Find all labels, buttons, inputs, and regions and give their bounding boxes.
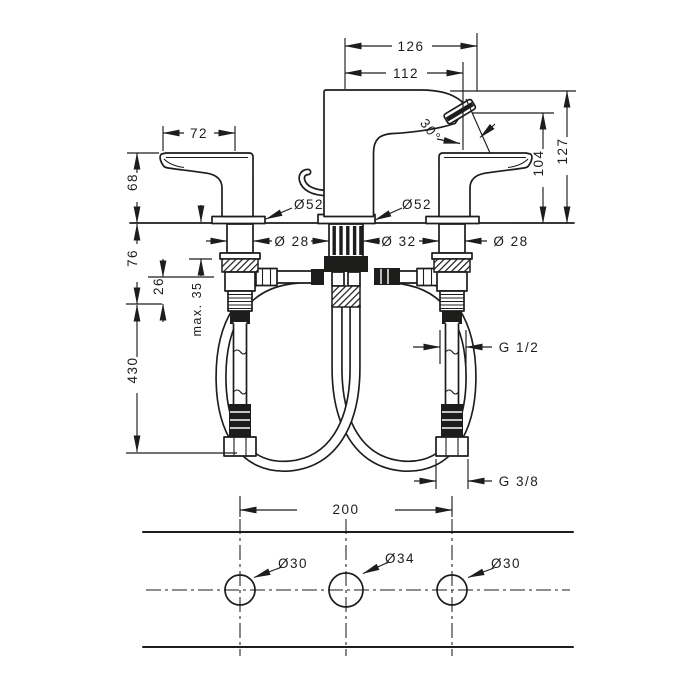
dim-hole-right: Ø30 <box>491 556 521 571</box>
spout-body <box>323 89 477 218</box>
dim-shank-length: 76 <box>125 249 140 267</box>
dim-shank-left: Ø 28 <box>274 234 309 249</box>
deck-section <box>142 519 574 656</box>
dim-connection-offset: 26 <box>151 277 166 295</box>
dim-aerator-height: 104 <box>531 149 546 176</box>
hole-right <box>436 574 468 606</box>
dim-hole-spacing: 200 <box>332 502 359 517</box>
dim-total-height: 127 <box>555 137 570 164</box>
dim-hose-length: 430 <box>125 356 140 383</box>
dim-max-deck-thickness: max. 35 <box>190 282 204 337</box>
right-escutcheon <box>425 215 480 225</box>
dim-projection-total: 126 <box>397 39 424 54</box>
left-connection-hose <box>255 267 324 287</box>
dim-supply-thread: G 3/8 <box>499 474 540 489</box>
left-valve-underbody <box>219 223 261 457</box>
dim-hose-thread: G 1/2 <box>499 340 540 355</box>
left-handle <box>159 152 254 218</box>
dim-handle-length: 72 <box>190 126 208 141</box>
dimension-lines <box>126 33 576 579</box>
dim-hole-left: Ø30 <box>278 556 308 571</box>
dim-projection-aerator: 112 <box>393 66 419 81</box>
hole-left <box>224 574 256 606</box>
pop-up-rod <box>298 168 332 197</box>
dim-escutcheon-left: Ø52 <box>294 197 324 212</box>
dim-hole-center: Ø34 <box>385 551 415 566</box>
dim-shank-right: Ø 28 <box>493 234 528 249</box>
hole-center <box>328 572 364 608</box>
right-handle <box>438 152 533 218</box>
left-escutcheon <box>211 215 266 225</box>
dim-shank-center: Ø 32 <box>381 234 416 249</box>
center-spout-underbody <box>324 223 368 308</box>
dim-escutcheon-center: Ø52 <box>402 197 432 212</box>
right-valve-underbody <box>431 223 473 457</box>
right-connection-hose <box>374 267 439 287</box>
dim-handle-height: 68 <box>125 173 140 191</box>
